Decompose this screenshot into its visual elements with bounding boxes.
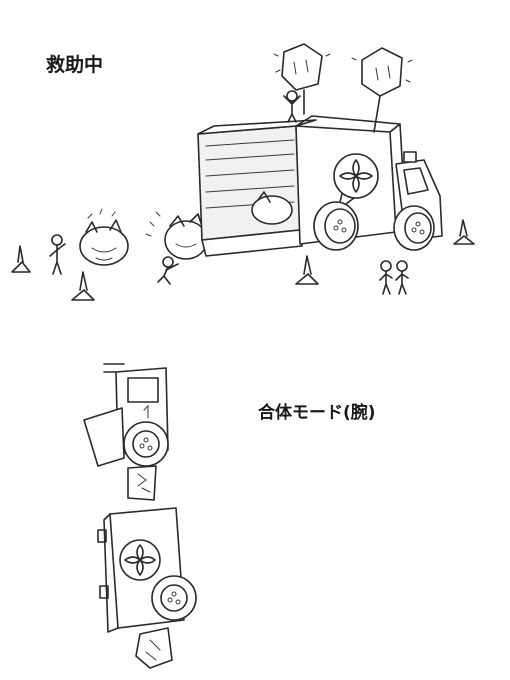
- cube-balloon-creature: [351, 47, 413, 133]
- traffic-cone-icon: [11, 245, 31, 273]
- rescue-truck: [197, 115, 443, 257]
- traffic-cone-icon: [453, 219, 475, 245]
- rescuer-figure: [157, 256, 179, 285]
- flower-cross-emblem-icon: [119, 539, 161, 581]
- rescue-mode-caption: 救助中: [46, 54, 104, 76]
- combined-arm-mode-robot: [83, 363, 197, 669]
- traffic-cone-icon: [295, 255, 319, 285]
- cube-balloon-creature: [273, 43, 331, 115]
- round-creature-lying: [79, 208, 129, 266]
- bystander-figures: [379, 260, 409, 295]
- truck-wheel: [123, 421, 169, 467]
- truck-wheel: [393, 205, 435, 251]
- round-creature-carried: [145, 211, 208, 260]
- rescue-scene: [11, 43, 475, 301]
- truck-wheel: [313, 201, 359, 251]
- rescuer-figure: [49, 234, 66, 275]
- truck-wheel: [151, 575, 197, 621]
- combined-mode-caption: 合体モード(腕): [258, 403, 376, 423]
- rescuer-figure: [283, 90, 301, 123]
- traffic-cone-icon: [71, 271, 95, 301]
